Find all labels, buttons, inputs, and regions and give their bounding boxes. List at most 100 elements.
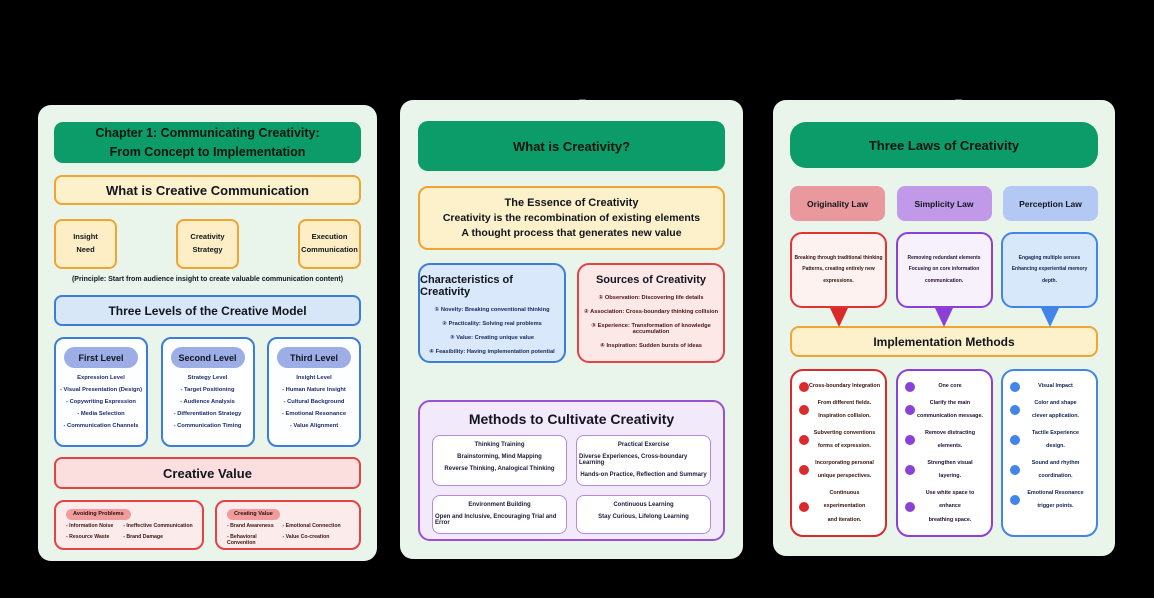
- law-description-originality: Breaking through traditional thinking Pa…: [790, 232, 887, 308]
- characteristic-item: ② Practicality: Solving real problems: [442, 321, 542, 327]
- method-line: Practical Exercise: [617, 442, 670, 448]
- characteristics-box: Characteristics of Creativity ① Novelty:…: [418, 263, 566, 363]
- impl-item: Cross-boundary Integration: [792, 380, 885, 394]
- bullet-dot-icon: [799, 435, 809, 446]
- arrow-down-icon: [935, 308, 953, 327]
- method-line: Reverse Thinking, Analogical Thinking: [444, 466, 555, 472]
- value-item: - Behavioral Convention: [227, 534, 257, 546]
- level-box-second: Second Level Strategy Level - Target Posi…: [160, 337, 255, 447]
- essence-box: The Essence of Creativity Creativity is …: [418, 186, 725, 250]
- level-box-third: Third Level Insight Level- Human Nature …: [267, 337, 361, 447]
- levels-row: First Level Expression Level- Visual Pre…: [54, 337, 361, 447]
- bullet-dot-icon: [799, 501, 809, 512]
- impl-item-text: Use white space to enhance breathing spa…: [925, 489, 975, 523]
- step-label: Creativity Strategy: [190, 232, 225, 254]
- impl-item-text: From different fields. Inspiration colli…: [817, 399, 872, 420]
- arrows-row: [790, 308, 1098, 327]
- value-items: - Brand Awareness- Emotional Connection-…: [227, 523, 353, 546]
- method-line: Hands-on Practice, Reflection and Summar…: [580, 472, 707, 478]
- characteristic-item: ④ Feasibility: Having implementation pot…: [429, 349, 555, 355]
- step-box-execution-communication: Execution Communication: [298, 219, 361, 269]
- level-item: Strategy Level: [187, 375, 228, 381]
- level-item: - Media Selection: [77, 411, 125, 417]
- step-label: Insight Need: [73, 232, 98, 254]
- impl-item-text: Cross-boundary Integration: [809, 383, 880, 389]
- characteristics-items: ① Novelty: Breaking conventional thinkin…: [429, 307, 555, 355]
- impl-item-text: Emotional Resonance trigger points.: [1027, 489, 1084, 510]
- section-what-is-creative-communication: What is Creative Communication: [54, 175, 361, 205]
- value-items: - Information Noise- Ineffective Communi…: [66, 523, 196, 540]
- level-item: - Cultural Background: [283, 399, 345, 405]
- impl-item: Subverting conventions forms of expressi…: [792, 427, 885, 454]
- law-descriptions-row: Breaking through traditional thinking Pa…: [790, 232, 1098, 308]
- level-item: - Copywriting Expression: [66, 399, 136, 405]
- implementation-methods-header: Implementation Methods: [790, 326, 1098, 357]
- law-pill-originality: Originality Law: [790, 186, 885, 221]
- impl-item: Incorporating personal unique perspectiv…: [792, 457, 885, 484]
- panel1-title-text: Chapter 1: Communicating Creativity: Fro…: [95, 125, 320, 159]
- value-item: - Resource Waste: [66, 534, 110, 540]
- essence-title: The Essence of Creativity: [504, 197, 639, 209]
- bullet-dot-icon: [1010, 405, 1020, 416]
- method-line: Continuous Learning: [613, 502, 674, 508]
- impl-item-text: One core: [938, 383, 962, 389]
- box-title: Characteristics of Creativity: [420, 274, 513, 298]
- level-pill: Second Level: [170, 347, 245, 368]
- impl-item: Tactile Experience design.: [1003, 427, 1096, 454]
- level-item: - Human Nature Insight: [282, 387, 346, 393]
- methods-title: Methods to Cultivate Creativity: [468, 411, 675, 427]
- method-line: Diverse Experiences, Cross-boundary Lear…: [579, 454, 688, 466]
- value-item: - Information Noise: [66, 523, 114, 529]
- traits-row: Characteristics of Creativity ① Novelty:…: [418, 263, 725, 363]
- impl-item: Emotional Resonance trigger points.: [1003, 487, 1096, 514]
- method-line: Open and Inclusive, Encouraging Trial an…: [435, 514, 557, 526]
- level-items: Insight Level- Human Nature Insight- Cul…: [282, 375, 346, 429]
- level-items: Expression Level- Visual Presentation (D…: [60, 375, 142, 429]
- level-item: - Differentiation Strategy: [173, 411, 242, 417]
- essence-line: A thought process that generates new val…: [461, 227, 682, 239]
- laws-row: Originality Law Simplicity Law Perceptio…: [790, 186, 1098, 221]
- methods-container: Methods to Cultivate Creativity Thinking…: [418, 400, 725, 541]
- characteristic-item: ① Novelty: Breaking conventional thinkin…: [434, 307, 550, 313]
- value-pill: Creating Value: [227, 508, 280, 520]
- law-pill-simplicity: Simplicity Law: [896, 186, 992, 221]
- source-item: ③ Experience: Transformation of knowledg…: [591, 323, 711, 335]
- arrow-down-icon: [829, 308, 848, 327]
- steps-row: Insight Need Creativity Strategy Executi…: [54, 219, 361, 269]
- level-item: - Target Positioning: [180, 387, 235, 393]
- level-item: - Emotional Resonance: [281, 411, 347, 417]
- panel2-title: What is Creativity?: [418, 121, 725, 171]
- arrow-cell: [790, 308, 887, 327]
- bullet-dot-icon: [904, 405, 915, 416]
- bullet-dot-icon: [1010, 465, 1020, 476]
- bullet-dot-icon: [1010, 381, 1020, 392]
- impl-item: Sound and rhythm coordination.: [1003, 457, 1096, 484]
- step-box-insight-need: Insight Need: [54, 219, 117, 269]
- impl-item: One core: [898, 380, 991, 394]
- level-item: - Visual Presentation (Design): [59, 387, 143, 393]
- source-item: ② Association: Cross-boundary thinking c…: [583, 309, 719, 315]
- panel-three-laws: Three Laws of Creativity Originality Law…: [773, 100, 1115, 556]
- panel3-title-text: Three Laws of Creativity: [868, 137, 1020, 153]
- method-line: Stay Curious, Lifelong Learning: [598, 514, 689, 520]
- level-box-first: First Level Expression Level- Visual Pre…: [54, 337, 148, 447]
- impl-item-text: Strengthen visual layering.: [927, 459, 973, 480]
- value-item: - Brand Damage: [123, 534, 163, 540]
- level-item: - Communication Timing: [173, 423, 242, 429]
- impl-item-text: Tactile Experience design.: [1032, 429, 1079, 450]
- level-item: - Audience Analysis: [180, 399, 235, 405]
- sources-box: Sources of Creativity ① Observation: Dis…: [577, 263, 725, 363]
- bullet-dot-icon: [904, 381, 915, 392]
- impl-item: Color and shape clever application.: [1003, 397, 1096, 424]
- characteristic-item: ③ Value: Creating unique value: [449, 335, 535, 341]
- level-item: - Value Alignment: [289, 423, 339, 429]
- essence-line: Creativity is the recombination of exist…: [442, 212, 701, 224]
- method-line: Thinking Training: [474, 442, 525, 448]
